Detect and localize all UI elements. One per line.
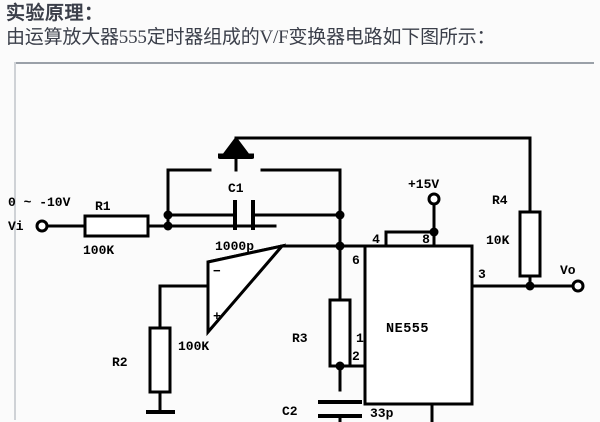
terminal-vi-label: Vi — [8, 219, 24, 234]
junction-opamp-output — [335, 241, 345, 251]
ground-symbols — [146, 410, 175, 414]
resistor-r1-value: 100K — [83, 243, 114, 258]
ic-ne555: NE555 4 8 6 2 3 — [352, 232, 486, 406]
wires — [45, 136, 575, 422]
resistor-r1: R1 100K — [83, 199, 150, 258]
page-description: 由运算放大器555定时器组成的V/F变换器电路如下图所示： — [6, 27, 496, 49]
capacitor-c1-value: 1000p — [215, 239, 254, 254]
junction-c1-right — [335, 210, 345, 220]
resistor-r3-ref: R3 — [292, 331, 308, 346]
intro-text: 实验原理： 由运算放大器555定时器组成的V/F变换器电路如下图所示： — [6, 2, 596, 49]
capacitor-c2: C2 33p — [282, 400, 394, 421]
horizontal-rule — [14, 62, 594, 64]
opamp-noninverting-label: + — [213, 309, 221, 324]
ic-ne555-label: NE555 — [386, 322, 429, 337]
resistor-r4-value: 10K — [486, 233, 510, 248]
opamp-inverting-label: − — [213, 264, 221, 279]
capacitor-c1-ref: C1 — [228, 181, 244, 196]
resistor-r2: R2 100K — [112, 326, 209, 394]
capacitor-c2-value: 33p — [370, 406, 394, 421]
ic-pin-6-label: 6 — [352, 253, 360, 268]
terminal-vo[interactable] — [571, 279, 585, 293]
ic-pin-8-label: 8 — [422, 232, 430, 247]
terminal-vcc-label: +15V — [408, 177, 439, 192]
terminal-vcc[interactable] — [427, 192, 441, 206]
capacitor-c2-ref: C2 — [282, 404, 298, 419]
ic-pin-2-label: 2 — [352, 349, 360, 364]
resistor-r2-value: 100K — [178, 339, 209, 354]
diode-d1 — [218, 136, 254, 159]
junction-vcc — [429, 227, 439, 237]
resistor-r2-ref: R2 — [112, 355, 128, 370]
junction-dots — [163, 210, 535, 371]
opamp-a1: − + — [206, 243, 287, 337]
junction-output — [525, 281, 535, 291]
junction-pin2 — [335, 361, 345, 371]
resistor-r4-ref: R4 — [492, 193, 508, 208]
ic-pin-4-label: 4 — [372, 232, 380, 247]
terminal-vi[interactable] — [35, 219, 49, 233]
junction-inverting-node — [163, 221, 173, 231]
left-border-line — [14, 62, 16, 420]
junction-c1-left — [163, 210, 173, 220]
terminal-vi-range: 0 ~ -10V — [8, 195, 71, 210]
capacitor-c1: C1 1000p — [215, 181, 255, 254]
resistor-r1-ref: R1 — [95, 199, 111, 214]
ic-pin-3-label: 3 — [478, 267, 486, 282]
circuit-schematic: R1 100K R2 100K R3 15K R4 10K C1 1000p — [8, 136, 585, 422]
page-heading: 实验原理： — [6, 3, 104, 24]
resistor-r4: R4 10K — [486, 193, 542, 278]
terminals: 0 ~ -10V Vi +15V Vo — [8, 177, 585, 293]
terminal-vo-label: Vo — [560, 263, 576, 278]
